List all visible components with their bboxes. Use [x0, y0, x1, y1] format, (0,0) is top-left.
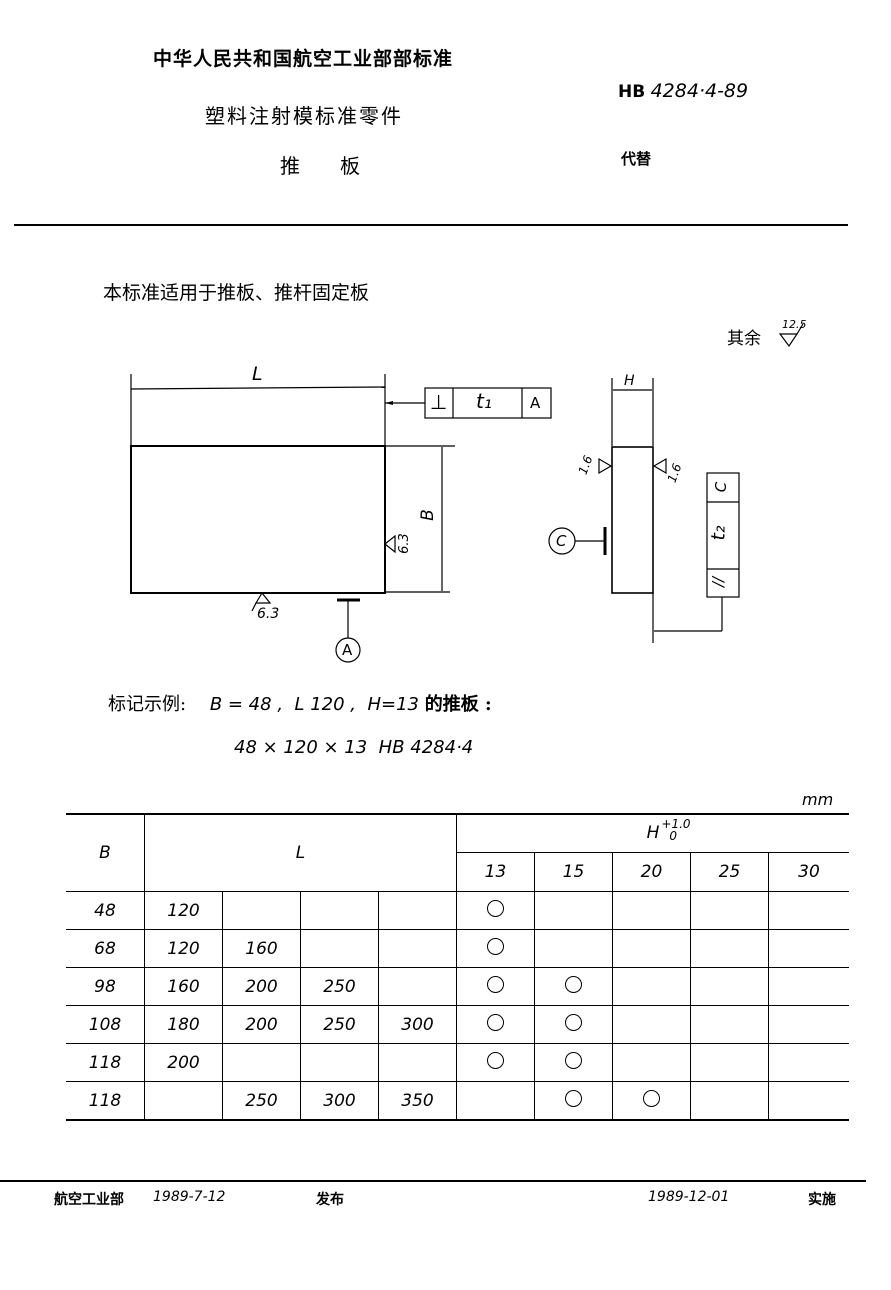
marking-example-label: 标记示例:	[108, 694, 187, 715]
availability-cell	[768, 1005, 849, 1044]
footer-issuer: 航空工业部	[54, 1192, 124, 1208]
marking-example: 标记示例: B = 48 , L 120 , H=13 的推板 :	[108, 690, 492, 716]
standard-code: HB 4284·4-89	[618, 80, 748, 102]
availability-cell	[768, 1043, 849, 1082]
h-col-20: 20	[612, 851, 691, 893]
dim-length-label: L	[252, 363, 263, 385]
available-circle-icon	[487, 899, 504, 917]
available-circle-icon	[643, 1089, 660, 1107]
front-right-finish: 6.3	[396, 533, 412, 554]
footer-divider	[0, 1180, 866, 1182]
availability-cell	[768, 929, 849, 968]
surface-finish-other: 其余	[727, 324, 761, 349]
availability-cell	[690, 1081, 769, 1121]
available-circle-icon	[565, 1051, 582, 1069]
header-l: L	[144, 813, 457, 892]
datum-c-label: C	[556, 532, 567, 550]
header-divider	[14, 224, 848, 226]
availability-cell	[534, 929, 613, 968]
availability-cell	[456, 1043, 535, 1082]
available-circle-icon	[487, 937, 504, 955]
availability-cell	[690, 1043, 769, 1082]
datum-a-label: A	[342, 641, 353, 659]
header-b: B	[66, 813, 145, 892]
availability-cell	[534, 1043, 613, 1082]
available-circle-icon	[565, 1089, 582, 1107]
footer-effective-date: 1989-12-01	[648, 1189, 730, 1205]
dim-width-label: B	[417, 509, 438, 521]
available-circle-icon	[565, 1013, 582, 1031]
availability-cell	[612, 1043, 691, 1082]
footer-effective-label: 实施	[808, 1192, 836, 1208]
h-col-30: 30	[768, 851, 849, 893]
availability-cell	[612, 1081, 691, 1121]
availability-cell	[690, 1005, 769, 1044]
tol-frame-2-symbol: //	[709, 576, 728, 588]
availability-cell	[534, 1081, 613, 1121]
part-title: 推 板	[280, 154, 360, 178]
availability-cell	[768, 967, 849, 1006]
surface-finish-other-label: 其余	[727, 329, 761, 349]
availability-cell	[456, 929, 535, 968]
marking-example-suffix: 的推板 :	[424, 694, 492, 715]
tol-frame-1-value: t₁	[476, 389, 492, 413]
available-circle-icon	[487, 1013, 504, 1031]
standard-code-prefix: HB	[618, 82, 646, 102]
tol-frame-2-datum: C	[712, 481, 731, 493]
availability-cell	[612, 891, 691, 930]
available-circle-icon	[487, 975, 504, 993]
availability-cell	[690, 967, 769, 1006]
marking-example-code: 48 × 120 × 13 HB 4284·4	[234, 737, 474, 758]
h-col-25: 25	[690, 851, 769, 893]
org-title: 中华人民共和国航空工业部部标准	[153, 48, 454, 70]
table-row: 118 200	[66, 1043, 849, 1082]
availability-cell	[690, 929, 769, 968]
availability-cell	[534, 1005, 613, 1044]
dim-height-label: H	[624, 373, 635, 389]
availability-cell	[768, 1081, 849, 1121]
availability-cell	[456, 1005, 535, 1044]
tol-frame-1-datum: A	[530, 394, 541, 412]
available-circle-icon	[487, 1051, 504, 1069]
tol-frame-1-symbol: ⊥	[430, 390, 448, 414]
h-col-15: 15	[534, 851, 613, 893]
availability-cell	[768, 891, 849, 930]
table-row: 48 120	[66, 891, 849, 930]
roughness-symbol-icon	[778, 333, 799, 348]
scope-text: 本标准适用于推板、推杆固定板	[103, 282, 370, 304]
tol-frame-2-value: t₂	[707, 525, 730, 541]
available-circle-icon	[565, 975, 582, 993]
availability-cell	[534, 967, 613, 1006]
availability-cell	[612, 929, 691, 968]
series-title: 塑料注射模标准零件	[205, 104, 403, 128]
front-bottom-finish: 6.3	[257, 606, 280, 622]
availability-cell	[456, 891, 535, 930]
availability-cell	[612, 1005, 691, 1044]
table-unit: mm	[802, 790, 834, 809]
availability-cell	[456, 967, 535, 1006]
technical-drawing	[130, 323, 804, 663]
availability-cell	[456, 1081, 535, 1121]
availability-cell	[534, 891, 613, 930]
h-col-13: 13	[456, 851, 535, 893]
footer-issued-label: 发布	[316, 1192, 344, 1208]
standard-code-number: 4284·4-89	[650, 80, 749, 102]
footer-issue-date: 1989-7-12	[153, 1189, 226, 1205]
availability-cell	[612, 967, 691, 1006]
marking-example-params: B = 48 , L 120 , H=13	[209, 694, 419, 715]
availability-cell	[690, 891, 769, 930]
replaces-label: 代替	[621, 150, 652, 168]
